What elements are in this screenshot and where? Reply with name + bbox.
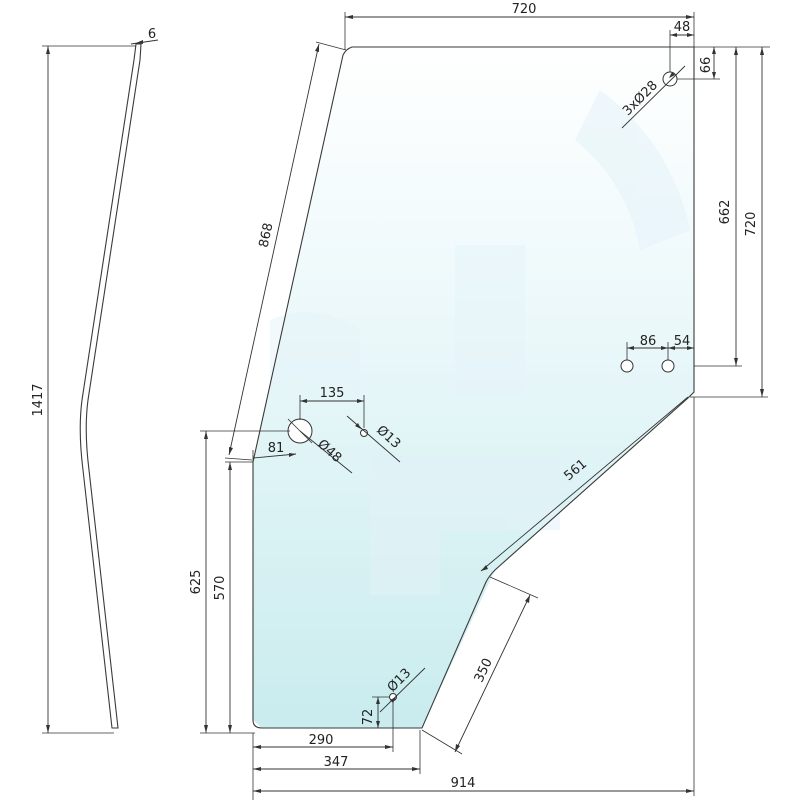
label-662: 662 <box>718 200 733 225</box>
label-86: 86 <box>640 334 657 349</box>
label-54: 54 <box>674 334 691 349</box>
label-347: 347 <box>324 755 349 770</box>
dim-66: 66 <box>677 46 770 80</box>
side-profile <box>79 43 142 729</box>
dim-86-54: 86 54 <box>626 334 694 360</box>
dim-662: 662 <box>694 47 742 367</box>
label-135: 135 <box>320 386 345 401</box>
label-48: 48 <box>674 20 691 35</box>
small-hole-upper <box>360 429 368 437</box>
label-868: 868 <box>257 222 277 249</box>
label-625: 625 <box>189 570 204 595</box>
hole-top-right <box>662 71 678 87</box>
dim-625: 625 <box>189 431 255 734</box>
hole-pair-left <box>620 359 634 373</box>
dim-135: 135 <box>299 386 365 428</box>
dim-48: 48 <box>669 20 694 72</box>
dim-290: 290 <box>252 700 394 800</box>
label-290: 290 <box>309 733 334 748</box>
dim-347: 347 <box>253 730 421 774</box>
watermark-logo <box>270 90 690 595</box>
hole-pair-right <box>661 359 675 373</box>
label-top-width: 720 <box>512 2 537 17</box>
dim-868: 868 <box>224 41 347 461</box>
label-1417: 1417 <box>31 383 46 416</box>
dim-570: 570 <box>213 461 253 733</box>
label-81: 81 <box>268 441 285 456</box>
label-72: 72 <box>361 709 376 726</box>
dim-6: 6 <box>130 27 159 45</box>
label-720-right: 720 <box>744 212 759 237</box>
dim-top-720: 720 <box>344 2 695 50</box>
dim-720-right: 720 <box>690 47 768 398</box>
label-914: 914 <box>451 776 476 791</box>
dim-914: 914 <box>253 397 695 796</box>
glass-outline <box>252 46 695 729</box>
dim-1417: 1417 <box>31 45 136 734</box>
dim-81: 81 <box>200 430 297 462</box>
label-6: 6 <box>148 27 156 42</box>
label-350: 350 <box>472 656 496 685</box>
label-570: 570 <box>213 576 228 601</box>
label-66: 66 <box>699 57 714 74</box>
dim-72: 72 <box>361 696 390 728</box>
